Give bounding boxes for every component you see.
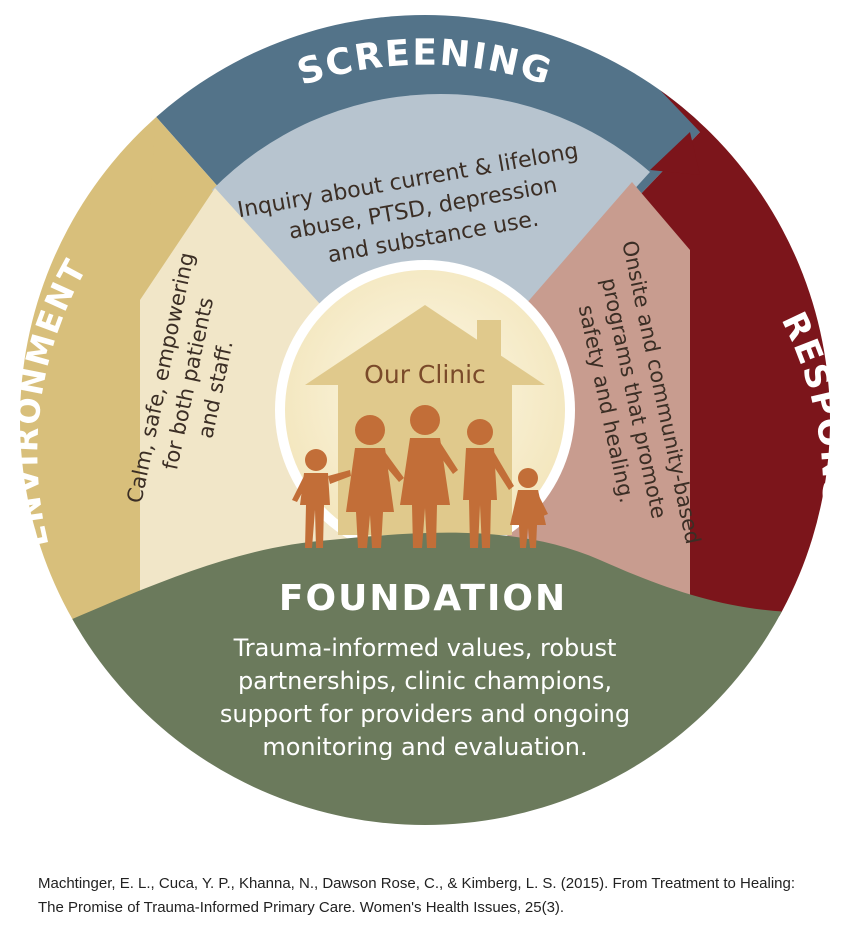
citation: Machtinger, E. L., Cuca, Y. P., Khanna, … (38, 872, 828, 920)
trauma-informed-care-diagram: Our Clinic SCREENING RESPONSE ENVIRONMEN… (20, 15, 830, 825)
center-label: Our Clinic (364, 360, 486, 389)
family-icon (292, 405, 548, 548)
foundation-line-2: partnerships, clinic champions, (238, 667, 612, 695)
foundation-title: FOUNDATION (279, 578, 567, 619)
foundation-line-3: support for providers and ongoing (220, 700, 630, 728)
environment-arrow-tip (150, 122, 212, 205)
foundation-line-4: monitoring and evaluation. (262, 733, 587, 761)
citation-line-2: The Promise of Trauma-Informed Primary C… (38, 899, 565, 916)
citation-line-1: Machtinger, E. L., Cuca, Y. P., Khanna, … (38, 875, 796, 892)
response-arrow-tip (650, 132, 700, 175)
foundation-line-1: Trauma-informed values, robust (233, 634, 617, 662)
screening-inner (212, 93, 650, 420)
